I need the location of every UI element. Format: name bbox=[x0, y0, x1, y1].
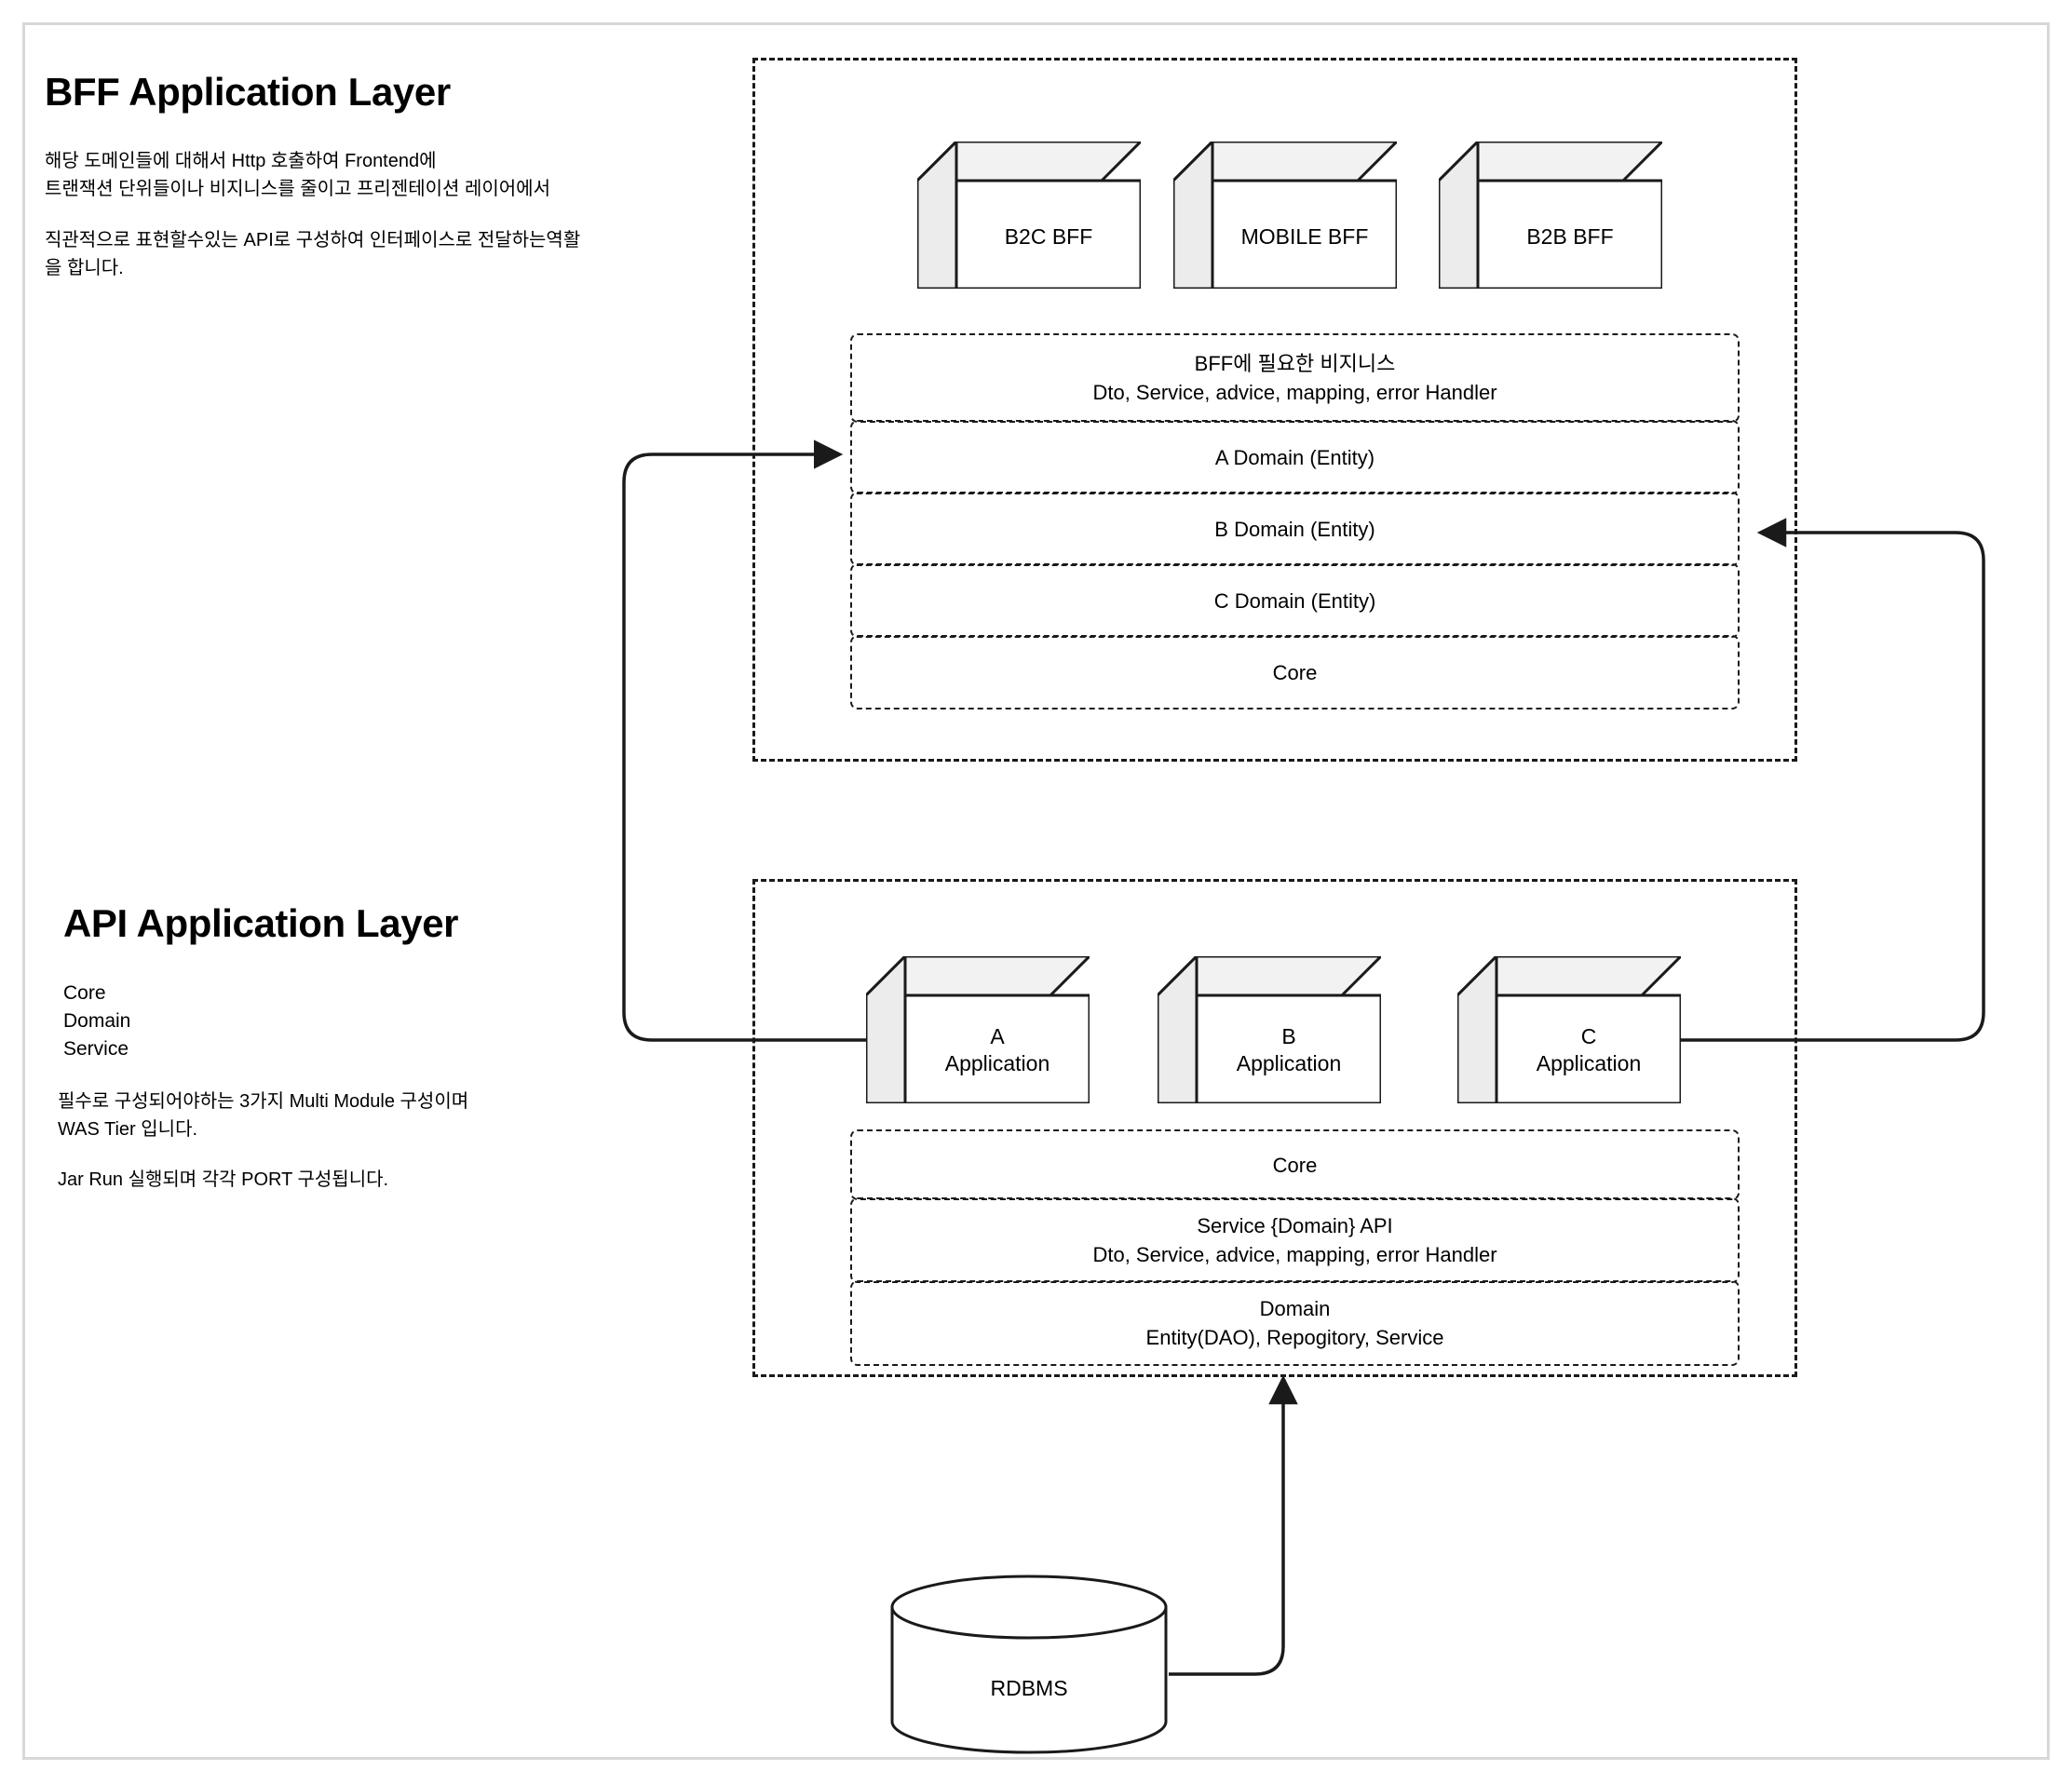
node-c-application[interactable]: C Application bbox=[1457, 956, 1681, 1103]
api-paragraph-1: 필수로 구성되어야하는 3가지 Multi Module 구성이며 WAS Ti… bbox=[58, 1091, 469, 1140]
stack-row-label: B Domain (Entity) bbox=[1214, 517, 1375, 541]
bff-stack-row-core[interactable]: Core bbox=[850, 635, 1740, 710]
api-stack-row-domain[interactable]: Domain Entity(DAO), Repogitory, Service bbox=[850, 1280, 1740, 1366]
node-a-application[interactable]: A Application bbox=[866, 956, 1090, 1103]
bff-layer-container bbox=[752, 58, 1797, 762]
stack-row-label: Domain Entity(DAO), Repogitory, Service bbox=[1145, 1297, 1444, 1349]
node-b2c-bff[interactable]: B2C BFF bbox=[917, 142, 1141, 289]
node-rdbms[interactable]: RDBMS bbox=[889, 1574, 1169, 1755]
stack-row-label: BFF에 필요한 비지니스 Dto, Service, advice, mapp… bbox=[1092, 352, 1497, 404]
stack-row-label: Core bbox=[1272, 660, 1318, 684]
stack-row-label: Core bbox=[1272, 1153, 1318, 1177]
bff-stack-row-c-domain[interactable]: C Domain (Entity) bbox=[850, 563, 1740, 638]
bff-stack-row-a-domain[interactable]: A Domain (Entity) bbox=[850, 420, 1740, 494]
api-section-title: API Application Layer bbox=[63, 901, 459, 945]
bff-stack-row-b-domain[interactable]: B Domain (Entity) bbox=[850, 492, 1740, 566]
api-paragraph-2: Jar Run 실행되며 각각 PORT 구성됩니다. bbox=[58, 1169, 389, 1190]
bff-section-title: BFF Application Layer bbox=[45, 70, 451, 114]
node-b2b-bff[interactable]: B2B BFF bbox=[1439, 142, 1662, 289]
node-mobile-bff[interactable]: MOBILE BFF bbox=[1173, 142, 1397, 289]
bff-paragraph-1: 해당 도메인들에 대해서 Http 호출하여 Frontend에 트랜잭션 단위… bbox=[45, 151, 550, 199]
bff-module-stack: BFF에 필요한 비지니스 Dto, Service, advice, mapp… bbox=[850, 333, 1740, 711]
bff-paragraph-2: 직관적으로 표현할수있는 API로 구성하여 인터페이스로 전달하는역활 을 합… bbox=[45, 230, 581, 278]
stack-row-label: C Domain (Entity) bbox=[1213, 588, 1376, 613]
bff-stack-row-business[interactable]: BFF에 필요한 비지니스 Dto, Service, advice, mapp… bbox=[850, 333, 1740, 423]
stack-row-label: A Domain (Entity) bbox=[1214, 445, 1375, 469]
stack-row-label: Service {Domain} API Dto, Service, advic… bbox=[1092, 1214, 1497, 1266]
api-stack-row-core[interactable]: Core bbox=[850, 1129, 1740, 1200]
node-b-application[interactable]: B Application bbox=[1158, 956, 1381, 1103]
api-stack-row-service-api[interactable]: Service {Domain} API Dto, Service, advic… bbox=[850, 1197, 1740, 1283]
api-module-list: Core Domain Service bbox=[63, 982, 131, 1060]
api-module-stack: Core Service {Domain} API Dto, Service, … bbox=[850, 1129, 1740, 1366]
